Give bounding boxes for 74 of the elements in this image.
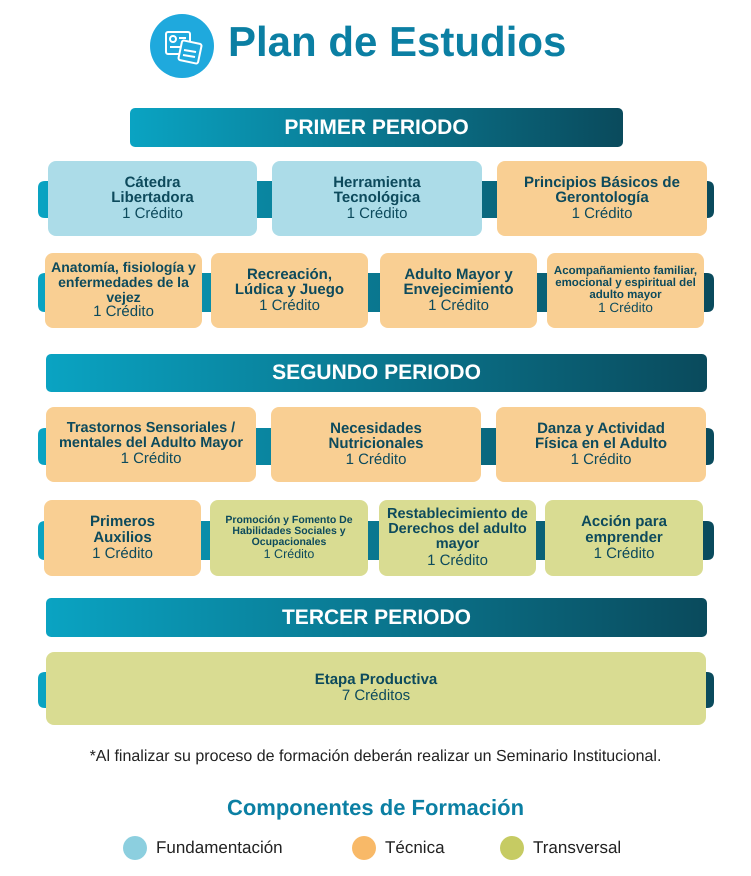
connector-bar	[703, 521, 714, 560]
connector-bar	[257, 181, 272, 218]
course-card	[211, 253, 368, 328]
course-card	[545, 500, 703, 576]
course-title: Danza y Actividad Física en el Adulto	[534, 420, 668, 452]
course-title: Principios Básicos de Gerontología	[523, 174, 681, 206]
connector-bar	[38, 181, 48, 218]
credit-text: 1 Crédito	[346, 452, 406, 468]
course-title: Anatomía, fisiología y enfermedades de la vejez	[50, 260, 197, 304]
credit-text: 1 Crédito	[92, 546, 153, 562]
course-card	[44, 500, 201, 576]
legend-label: Transversal	[533, 838, 622, 858]
course-card	[271, 407, 481, 482]
period-banner: PRIMER PERIODO	[130, 108, 623, 147]
credit-text: 1 Crédito	[120, 451, 182, 468]
credit-text: 1 Crédito	[572, 206, 632, 222]
course-title: Adulto Mayor y Envejecimiento	[402, 266, 515, 298]
connector-bar	[38, 428, 46, 465]
legend-label: Fundamentación	[156, 838, 283, 858]
legend-title: Componentes de Formación	[226, 795, 526, 821]
connector-bar	[537, 273, 547, 312]
course-title: Etapa Productiva	[314, 672, 438, 688]
course-card	[48, 161, 257, 236]
course-card	[379, 500, 536, 576]
course-title: Primeros Auxilios	[88, 514, 156, 546]
period-banner: SEGUNDO PERIODO	[46, 354, 707, 392]
page-title: Plan de Estudios	[228, 18, 566, 66]
course-card	[496, 407, 706, 482]
connector-bar	[201, 521, 210, 560]
connector-bar	[202, 273, 211, 312]
course-card	[210, 500, 368, 576]
credit-text: 1 Crédito	[428, 298, 489, 314]
course-title: Necesidades Nutricionales	[327, 420, 425, 452]
course-card	[272, 161, 482, 236]
course-title: Herramienta Tecnológica	[332, 174, 422, 206]
connector-bar	[256, 428, 271, 465]
connector-bar	[38, 273, 45, 312]
connector-bar	[707, 181, 714, 218]
connector-bar	[481, 428, 496, 465]
credit-text: 1 Crédito	[594, 546, 654, 562]
course-card	[497, 161, 707, 236]
course-title: Acción para emprender	[580, 514, 668, 546]
connector-bar	[368, 273, 380, 312]
connector-bar	[38, 672, 46, 708]
course-card	[46, 407, 256, 482]
course-card	[380, 253, 537, 328]
course-title: Trastornos Sensoriales / mentales del Adulto Mayor	[58, 421, 244, 452]
credit-text: 1 Crédito	[427, 552, 488, 570]
connector-bar	[704, 273, 714, 312]
credit-text: 1 Crédito	[259, 298, 320, 314]
course-title: Cátedra Libertadora	[110, 174, 195, 206]
connector-bar	[482, 181, 497, 218]
footnote: *Al finalizar su proceso de formación deberán realizar un Seminario Institucional.	[88, 748, 662, 766]
credit-text: 1 Crédito	[93, 304, 154, 321]
course-title: Promoción y Fomento De Habilidades Sociales y Ocupacionales	[224, 514, 354, 548]
connector-bar	[536, 521, 545, 560]
connector-bar	[706, 672, 714, 708]
credit-text: 1 Crédito	[570, 452, 632, 468]
connector-bar	[38, 521, 45, 560]
connector-bar	[706, 428, 714, 465]
credit-text: 1 Crédito	[122, 206, 183, 222]
credit-text: 7 Créditos	[342, 688, 410, 705]
period-banner: TERCER PERIODO	[46, 598, 707, 637]
course-title: Acompañamiento familiar, emocional y espiritual del adulto mayor	[553, 264, 698, 302]
course-card	[547, 253, 704, 328]
credit-text: 1 Crédito	[346, 206, 408, 222]
course-title: Recreación, Lúdica y Juego	[234, 266, 346, 298]
connector-bar	[368, 521, 379, 560]
credit-text: 1 Crédito	[598, 301, 653, 316]
credit-text: 1 Crédito	[264, 548, 314, 562]
course-card	[46, 652, 706, 725]
legend-label: Técnica	[385, 838, 445, 858]
course-card	[45, 253, 202, 328]
course-title: Restablecimiento de Derechos del adulto mayor	[386, 506, 529, 553]
